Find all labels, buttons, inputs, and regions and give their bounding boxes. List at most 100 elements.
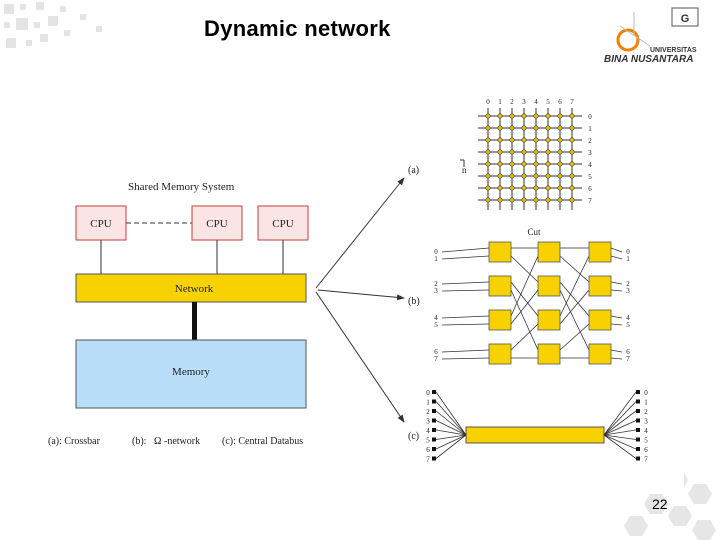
databus-right-port: [636, 390, 640, 394]
crossbar-switch-point: [569, 125, 575, 131]
databus-left-wire: [435, 434, 467, 440]
crossbar-switch-point: [521, 113, 527, 119]
databus-right-port-label: 1: [644, 399, 648, 407]
databus-right-wire: [603, 434, 637, 450]
crossbar-switch-point: [545, 185, 551, 191]
databus-right-port: [636, 456, 640, 461]
databus-left-port: [432, 399, 436, 404]
crossbar-switch-point: [557, 161, 563, 167]
databus-right-wire: [603, 429, 637, 436]
databus-right-port-label: 5: [644, 437, 648, 445]
omega-switch-box: [537, 343, 561, 365]
databus-left-wire: [435, 429, 467, 436]
omega-input-wire: [441, 255, 490, 260]
panel-label-c: (c): [408, 431, 419, 442]
crossbar-switch-point: [533, 149, 539, 155]
panel-label-b: (b): [408, 296, 420, 307]
crossbar-switch-point: [497, 137, 503, 143]
dynamic-network-figure: Shared Memory System CPU CPU CPU Network…: [36, 72, 684, 494]
logo-text-bina-nusantara: BINA NUSANTARA: [604, 54, 693, 65]
crossbar-column-label: 4: [534, 98, 538, 106]
omega-output-label: 5: [626, 321, 630, 329]
omega-input-label: 7: [434, 355, 438, 363]
omega-shuffle-wire: [510, 255, 539, 317]
crossbar-switch-point: [509, 197, 515, 203]
omega-input-label: 1: [434, 255, 438, 263]
crossbar-column-label: 3: [522, 98, 526, 106]
crossbar-column-label: 0: [486, 98, 490, 106]
omega-output-wire: [610, 357, 623, 360]
crossbar-switch-point: [509, 161, 515, 167]
pixel-pattern-decoration: [4, 2, 102, 48]
caption-databus: (c): Central Databus: [222, 436, 303, 447]
page-number: 22: [652, 496, 668, 512]
databus-left-port-label: 4: [426, 427, 430, 435]
omega-switch-box: [588, 309, 612, 331]
crossbar-switch-point: [569, 137, 575, 143]
crossbar-switch-point: [533, 137, 539, 143]
slide-title: Dynamic network: [204, 16, 391, 41]
omega-switch-box: [537, 241, 561, 263]
omega-output-label: 6: [626, 348, 630, 356]
omega-input-wire: [441, 289, 490, 292]
databus-right-port: [636, 409, 640, 413]
crossbar-row-label: 0: [588, 113, 592, 121]
panel-label-a: (a): [408, 165, 419, 176]
omega-shuffle-wire: [510, 323, 539, 351]
omega-switch-box: [537, 309, 561, 331]
omega-output-label: 4: [626, 314, 630, 322]
omega-output-wire: [610, 349, 623, 353]
databus-right-port: [636, 418, 640, 423]
omega-output-label: 3: [626, 287, 630, 295]
databus-left-wire: [435, 434, 467, 450]
crossbar-column-label: 5: [546, 98, 550, 106]
crossbar-switch-point: [485, 197, 491, 203]
crossbar-row-label: 4: [588, 161, 592, 169]
omega-input-wire: [441, 323, 490, 326]
arrow-to-databus: [315, 291, 405, 423]
cpu-box-3: [257, 205, 309, 241]
network-label: Network: [175, 283, 214, 295]
crossbar-switch-point: [545, 173, 551, 179]
crossbar-switch-point: [545, 137, 551, 143]
databus-right-wire: [603, 434, 637, 459]
omega-shuffle-wire: [559, 281, 590, 317]
omega-shuffle-wire: [559, 255, 590, 283]
crossbar-switch-point: [485, 173, 491, 179]
databus-left-port: [432, 418, 436, 423]
omega-shuffle-wire: [510, 289, 539, 325]
omega-shuffle-wire: [559, 289, 590, 325]
omega-switch-box: [488, 275, 512, 297]
omega-shuffle-wire: [510, 281, 539, 317]
arrow-to-crossbar: [315, 177, 405, 289]
crossbar-switch-point: [557, 185, 563, 191]
databus-right-port-label: 6: [644, 446, 648, 454]
crossbar-switch-point: [569, 185, 575, 191]
databus-right-wire: [603, 410, 637, 436]
crossbar-switch-point: [509, 125, 515, 131]
omega-input-wire: [441, 247, 490, 253]
crossbar-switch-point: [569, 197, 575, 203]
crossbar-switch-point: [521, 173, 527, 179]
omega-input-wire: [441, 349, 490, 353]
cpu-label-3: CPU: [272, 218, 293, 230]
crossbar-switch-point: [497, 197, 503, 203]
databus-right-port-label: 0: [644, 389, 648, 397]
cpu-label-2: CPU: [206, 218, 227, 230]
caption-omega-prefix: (b):: [132, 436, 146, 447]
crossbar-row-label: 2: [588, 137, 592, 145]
omega-input-wire: [441, 281, 490, 285]
crossbar-switch-point: [545, 125, 551, 131]
crossbar-switch-point: [485, 113, 491, 119]
databus-left-port: [432, 456, 436, 461]
crossbar-switch-point: [545, 161, 551, 167]
shared-memory-title: Shared Memory System: [128, 181, 235, 193]
crossbar-switch-point: [533, 125, 539, 131]
crossbar-switch-point: [497, 149, 503, 155]
crossbar-switch-point: [569, 173, 575, 179]
omega-output-label: 7: [626, 355, 630, 363]
databus-right-port: [636, 447, 640, 451]
omega-input-wire: [441, 357, 490, 360]
caption-omega-symbol: Ω: [154, 436, 161, 447]
